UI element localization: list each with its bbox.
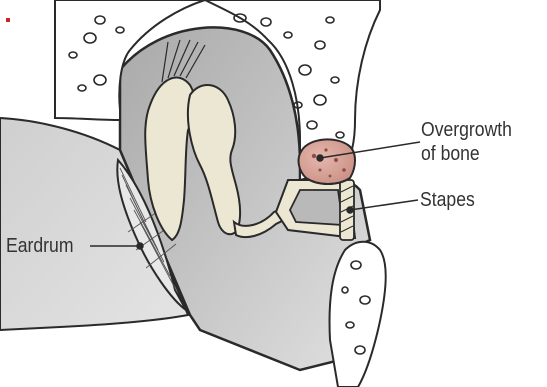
eardrum-label: Eardrum xyxy=(6,235,73,257)
overgrowth-label-line2: of bone xyxy=(421,143,480,165)
bone-overgrowth xyxy=(299,139,355,184)
corner-mark xyxy=(6,18,10,22)
stapes-opening xyxy=(290,190,343,225)
overgrowth-label-line1: Overgrowth xyxy=(421,119,512,141)
temporal-bone-lower xyxy=(330,242,386,387)
stapes-label: Stapes xyxy=(420,189,475,211)
